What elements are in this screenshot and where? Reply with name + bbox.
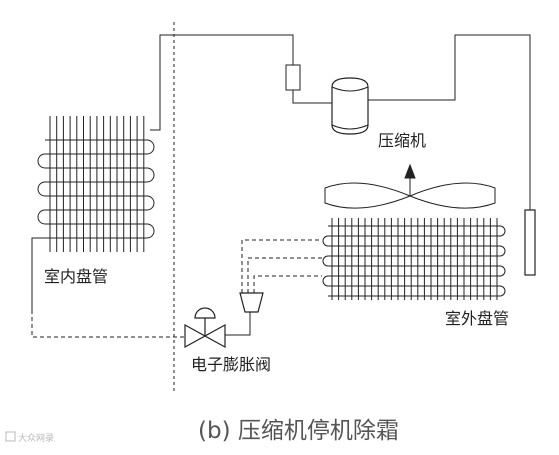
airflow-arrow bbox=[404, 163, 416, 179]
refrigerant-pipes bbox=[31, 34, 531, 336]
outdoor-fan bbox=[324, 163, 496, 209]
pipe-distributor-to-valve bbox=[225, 312, 251, 336]
dashed-indoor-to-valve bbox=[31, 310, 185, 338]
pipe-indoor-bottom bbox=[31, 237, 45, 310]
pipe-filter-to-compressor bbox=[292, 90, 332, 104]
figure-caption: (b) 压缩机停机除霜 bbox=[198, 418, 399, 444]
watermark-text: 大众网录 bbox=[18, 432, 54, 444]
outdoor-tube-bend bbox=[499, 245, 506, 257]
dashed-distributor-3 bbox=[253, 275, 322, 293]
dashed-distributor-2 bbox=[247, 257, 322, 293]
indoor-coil-serpentine bbox=[37, 139, 155, 239]
dashed-distributor-1 bbox=[241, 239, 322, 293]
watermark-logo bbox=[5, 431, 16, 442]
compressor-label: 压缩机 bbox=[378, 131, 426, 150]
valve-actuator bbox=[194, 307, 216, 319]
filter-drier bbox=[285, 64, 301, 91]
compressor-bottom-seam bbox=[331, 124, 369, 130]
expansion-valve-label: 电子膨胀阀 bbox=[191, 355, 271, 374]
expansion-valve bbox=[184, 307, 226, 349]
outdoor-tube-bend bbox=[499, 285, 506, 297]
pipe-indoor-to-filter bbox=[150, 34, 294, 131]
outdoor-tube-bend bbox=[322, 235, 329, 247]
dashed-pipes bbox=[31, 239, 322, 338]
outdoor-tube-bend bbox=[322, 275, 329, 287]
outdoor-tube-bend bbox=[499, 265, 506, 277]
compressor-body bbox=[331, 77, 369, 135]
outdoor-coil-fins bbox=[331, 218, 498, 300]
indoor-coil-label: 室内盘管 bbox=[44, 267, 108, 286]
compressor-top-seam bbox=[331, 86, 369, 92]
outdoor-tube-bend bbox=[499, 225, 506, 237]
outdoor-tube-bend bbox=[322, 255, 329, 267]
valve-body-right bbox=[203, 323, 226, 349]
outdoor-header bbox=[524, 209, 536, 276]
indoor-coil-fins bbox=[49, 116, 145, 252]
watermark: 大众网录 bbox=[5, 431, 54, 444]
outdoor-coil-label: 室外盘管 bbox=[445, 309, 509, 328]
distributor bbox=[239, 292, 264, 313]
valve-body-left bbox=[184, 323, 207, 349]
outdoor-coil-tubes bbox=[322, 225, 506, 297]
compressor bbox=[331, 77, 369, 135]
fan-blades bbox=[324, 182, 496, 209]
outdoor-coil bbox=[322, 218, 506, 300]
indoor-coil bbox=[37, 116, 155, 252]
pipe-compressor-to-outdoor bbox=[368, 34, 531, 210]
